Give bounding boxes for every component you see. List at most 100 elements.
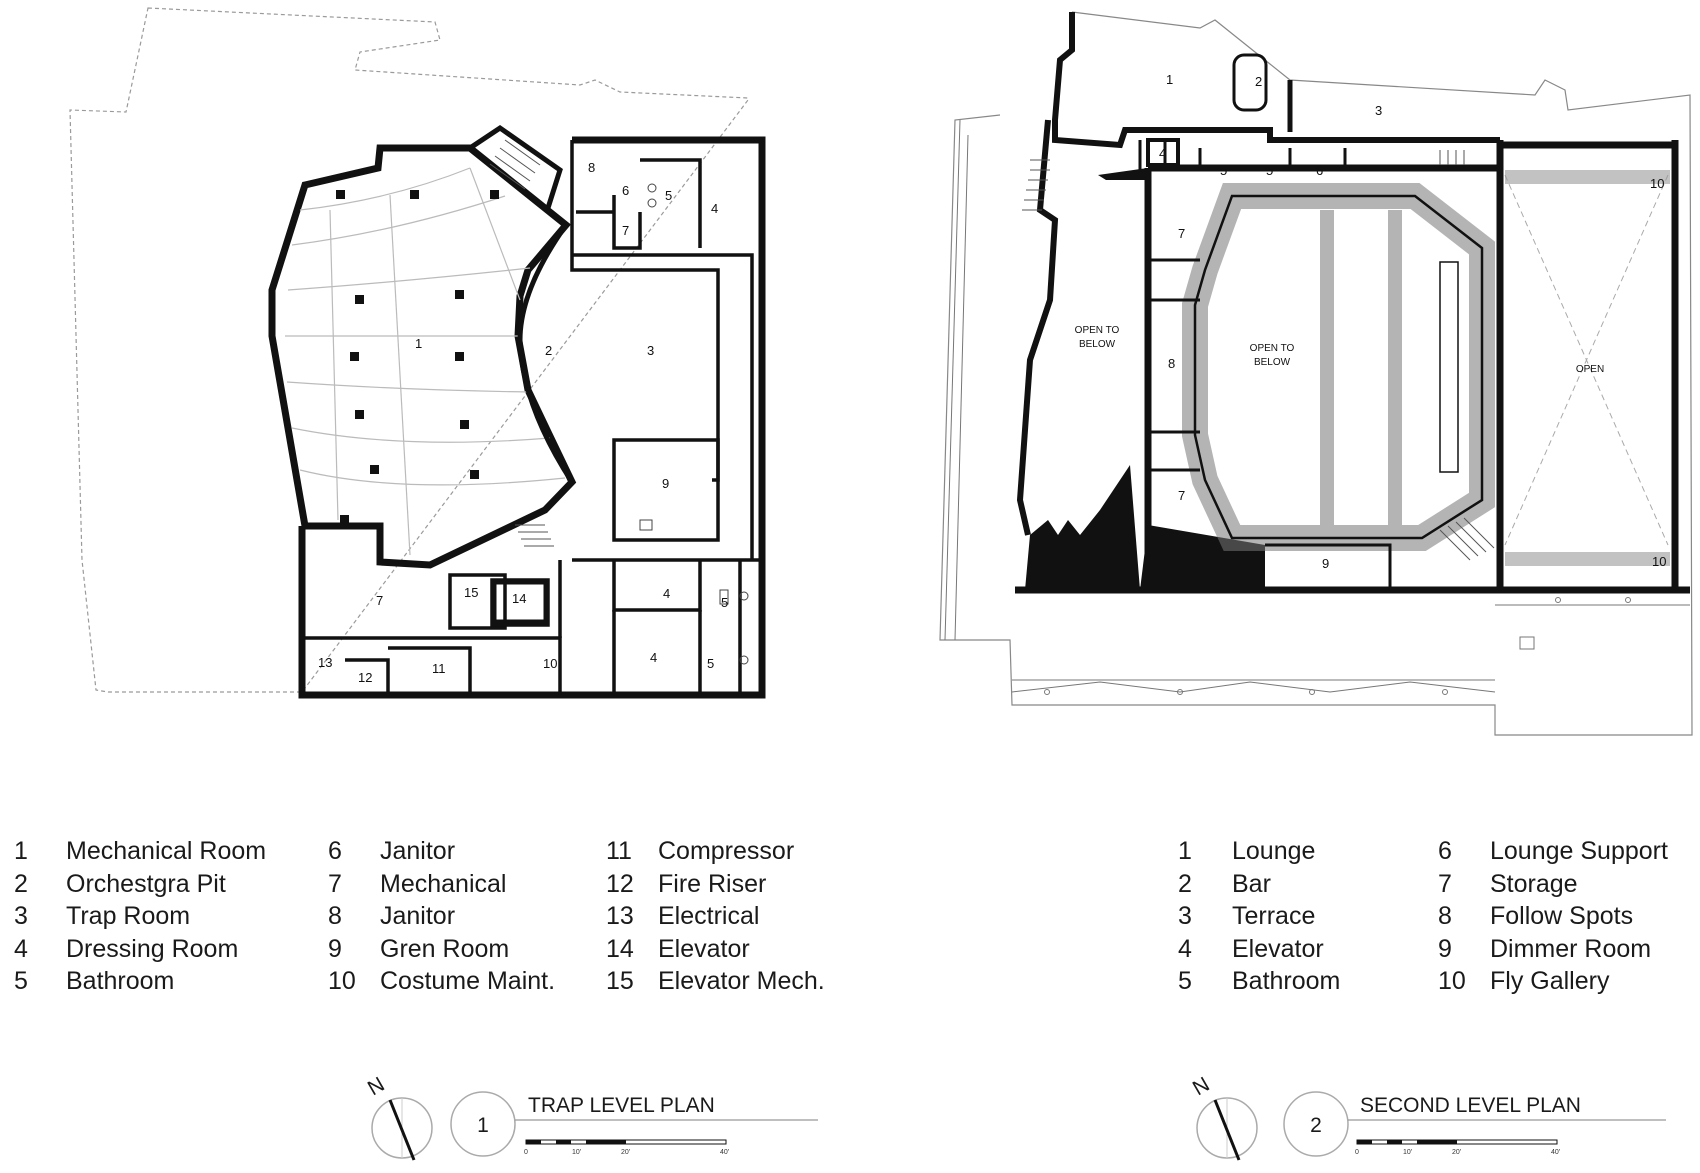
- second-title-block: 2 SECOND LEVEL PLAN 0 10' 20' 40': [1283, 1091, 1666, 1157]
- legend-num: 1: [14, 837, 28, 865]
- legend-label: Follow Spots: [1490, 902, 1634, 930]
- trap-tag-4c: 4: [650, 650, 657, 665]
- trap-elevator-box: [491, 579, 549, 625]
- trap-tag-14: 14: [512, 591, 526, 606]
- second-tag-8: 8: [1168, 356, 1175, 371]
- legend-num: 6: [1438, 837, 1452, 865]
- legend-item: 2 Orchestgra Pit: [14, 868, 266, 901]
- second-scale-10: 10': [1403, 1149, 1412, 1156]
- trap-tag-2: 2: [545, 343, 552, 358]
- second-tag-6: 6: [1316, 163, 1323, 178]
- trap-tag-10: 10: [543, 656, 557, 671]
- trap-title-block: 1 TRAP LEVEL PLAN 0 10' 20' 40': [450, 1091, 818, 1157]
- legend-label: Trap Room: [66, 902, 191, 930]
- legend-num: 8: [328, 902, 342, 930]
- trap-north-label: N: [364, 1073, 389, 1101]
- legend-label: Bar: [1232, 869, 1271, 898]
- trap-tag-5c: 5: [707, 656, 714, 671]
- legend-label: Orchestgra Pit: [66, 869, 226, 898]
- second-scale-0: 0: [1355, 1149, 1359, 1156]
- legend-label: Elevator Mech.: [658, 967, 825, 995]
- legend-label: Bathroom: [1232, 967, 1341, 995]
- second-lounge-wall: [1052, 12, 1500, 149]
- legend-item: 13 Electrical: [606, 900, 825, 933]
- trap-site-outline: [69, 7, 749, 693]
- second-tag-2: 2: [1255, 74, 1262, 89]
- legend-label: Storage: [1490, 869, 1578, 898]
- legend-label: Electrical: [658, 902, 760, 930]
- trap-tag-11: 11: [432, 661, 446, 676]
- second-north-arrow: N: [1189, 1073, 1258, 1161]
- legend-num: 1: [1178, 837, 1192, 865]
- trap-interior-walls: [302, 140, 762, 695]
- legend-num: 15: [606, 967, 634, 995]
- legend-item: 14 Elevator: [606, 933, 825, 966]
- legend-num: 4: [14, 934, 28, 963]
- trap-tag-15: 15: [464, 585, 478, 600]
- trap-tag-4b: 4: [663, 586, 670, 601]
- second-scale-40: 40': [1551, 1149, 1560, 1156]
- legend-item: 2 Bar: [1178, 868, 1340, 901]
- legend-num: 10: [1438, 967, 1466, 995]
- legend-num: 9: [1438, 934, 1452, 963]
- trap-columns: [336, 190, 499, 524]
- legend-num: 2: [1178, 869, 1192, 898]
- legend-item: 9 Dimmer Room: [1438, 933, 1668, 966]
- legend-item: 7 Mechanical: [328, 868, 555, 901]
- legend-num: 12: [606, 869, 634, 898]
- legend-label: Dimmer Room: [1490, 934, 1652, 963]
- trap-tag-12: 12: [358, 670, 372, 685]
- second-scale-bar: 0 10' 20' 40': [1355, 1139, 1560, 1156]
- legend-num: 11: [606, 837, 632, 865]
- trap-north-arrow: N: [364, 1073, 433, 1161]
- legend-label: Terrace: [1232, 902, 1316, 930]
- legend-num: 3: [14, 902, 28, 930]
- trap-tag-4a: 4: [711, 201, 718, 216]
- second-tag-10b: 10: [1652, 554, 1666, 569]
- trap-level-plan: 1 2 3 4 4 4 5 5 5 6 7 7 8 9 10 11 12 13 …: [69, 7, 766, 699]
- legend-label: Mechanical: [380, 869, 507, 898]
- trap-scale-0: 0: [524, 1149, 528, 1156]
- trap-tag-8: 8: [588, 160, 595, 175]
- trap-plan-title: TRAP LEVEL PLAN: [528, 1094, 715, 1117]
- legend-num: 2: [14, 869, 28, 898]
- legend-label: Elevator: [658, 934, 750, 963]
- legend-num: 5: [1178, 967, 1192, 995]
- second-plan-number: 2: [1310, 1114, 1322, 1137]
- trap-tag-6: 6: [622, 183, 629, 198]
- legend-num: 5: [14, 967, 28, 995]
- legend-label: Elevator: [1232, 934, 1324, 963]
- second-tag-7b: 7: [1178, 488, 1185, 503]
- legend-num: 7: [328, 869, 342, 898]
- second-balcony: [1182, 183, 1495, 551]
- second-tag-3: 3: [1375, 103, 1382, 118]
- legend-label: Janitor: [380, 902, 456, 930]
- trap-plan-number: 1: [477, 1114, 489, 1137]
- legend-num: 13: [606, 902, 634, 930]
- second-tag-5a: 5: [1220, 163, 1227, 178]
- trap-tag-3: 3: [647, 343, 654, 358]
- trap-scale-bar: 0 10' 20' 40': [524, 1139, 729, 1156]
- second-tag-7a: 7: [1178, 226, 1185, 241]
- legend-label: Lounge Support: [1490, 837, 1668, 865]
- legend-num: 14: [606, 934, 634, 963]
- legend-item: 8 Janitor: [328, 900, 555, 933]
- trap-tag-13: 13: [318, 655, 332, 670]
- second-bar: [1232, 53, 1268, 112]
- second-north-label: N: [1189, 1073, 1214, 1101]
- legend-num: 3: [1178, 902, 1192, 930]
- second-tag-9: 9: [1322, 556, 1329, 571]
- trap-seating-rows: [285, 167, 566, 556]
- legend-item: 15 Elevator Mech.: [606, 965, 825, 998]
- second-fly-gallery-north: [1505, 170, 1670, 184]
